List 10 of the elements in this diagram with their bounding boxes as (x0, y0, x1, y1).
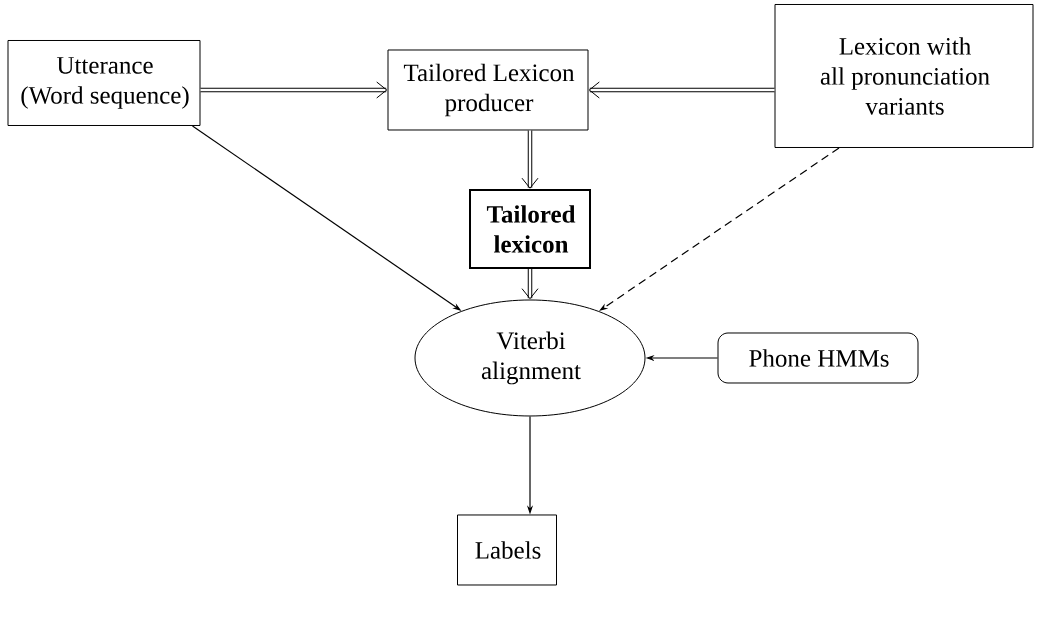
output-box: Labels (457, 514, 557, 586)
input-box: Lexicon with all pronunciation variants (774, 4, 1034, 148)
input-box: Utterance (Word sequence) (7, 40, 201, 126)
output-box: Tailored lexicon (469, 189, 591, 269)
arrow (521, 130, 539, 189)
arrow (588, 81, 775, 99)
arrow (200, 81, 388, 99)
input-box: Phone HMMs (717, 332, 919, 384)
arrow (521, 269, 539, 300)
process-box: Tailored Lexicon producer (387, 49, 589, 131)
